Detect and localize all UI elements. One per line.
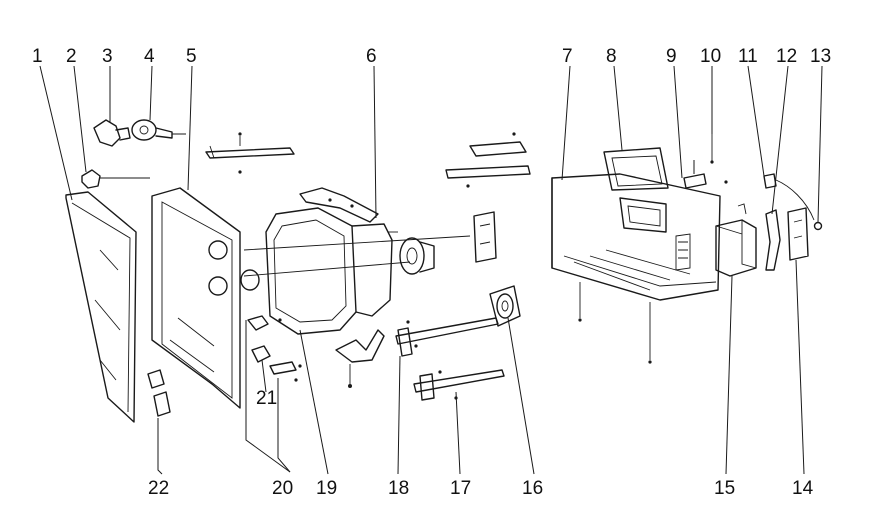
leader-lines (39, 65, 823, 475)
part-13-screw (813, 221, 823, 231)
part-22-feet (147, 369, 171, 417)
part-4-tuner-shaft (131, 119, 186, 141)
part-19-clamp (335, 329, 385, 388)
label-4: 4 (144, 46, 155, 67)
part-16-speaker (489, 285, 521, 327)
part-21-bracket (247, 315, 302, 382)
part-18-chassis-rail (395, 317, 499, 357)
label-18: 18 (388, 478, 409, 499)
label-22: 22 (148, 478, 169, 499)
top-bracket-right (445, 132, 531, 188)
part-15-transformer (715, 203, 757, 277)
label-1: 1 (32, 46, 43, 67)
part-12-clip (765, 209, 781, 271)
label-13: 13 (810, 46, 831, 67)
label-17: 17 (450, 478, 471, 499)
label-20: 20 (272, 478, 293, 499)
part-14-rear-cover (787, 207, 809, 261)
part-8-handle (603, 147, 669, 191)
label-7: 7 (562, 46, 573, 67)
label-2: 2 (66, 46, 77, 67)
part-7-cabinet (551, 173, 721, 364)
socket-board (473, 211, 497, 263)
label-14: 14 (792, 478, 814, 499)
label-15: 15 (714, 478, 735, 499)
top-bracket-left (205, 132, 295, 174)
label-16: 16 (522, 478, 543, 499)
part-9-bracket (683, 160, 707, 189)
part-1-front-glass (65, 191, 137, 423)
label-5: 5 (186, 46, 197, 67)
label-12: 12 (776, 46, 797, 67)
upper-bracket (299, 187, 379, 223)
part-17-lower-bracket (413, 369, 505, 401)
part-number-labels: 1 2 3 4 5 6 7 8 9 10 11 12 13 14 15 16 1… (32, 46, 831, 499)
part-10-screws (710, 134, 728, 184)
label-10: 10 (700, 46, 721, 67)
label-6: 6 (366, 46, 377, 67)
part-6-picture-tube (240, 207, 471, 335)
part-5-front-bezel (151, 187, 241, 409)
part-3-control-knob (93, 119, 131, 147)
label-3: 3 (102, 46, 113, 67)
label-8: 8 (606, 46, 617, 67)
yoke-assembly (399, 237, 435, 275)
label-9: 9 (666, 46, 677, 67)
part-11-connector (763, 173, 815, 221)
part-2-knob (81, 169, 150, 189)
label-11: 11 (738, 46, 758, 67)
label-21: 21 (256, 388, 277, 409)
label-19: 19 (316, 478, 337, 499)
